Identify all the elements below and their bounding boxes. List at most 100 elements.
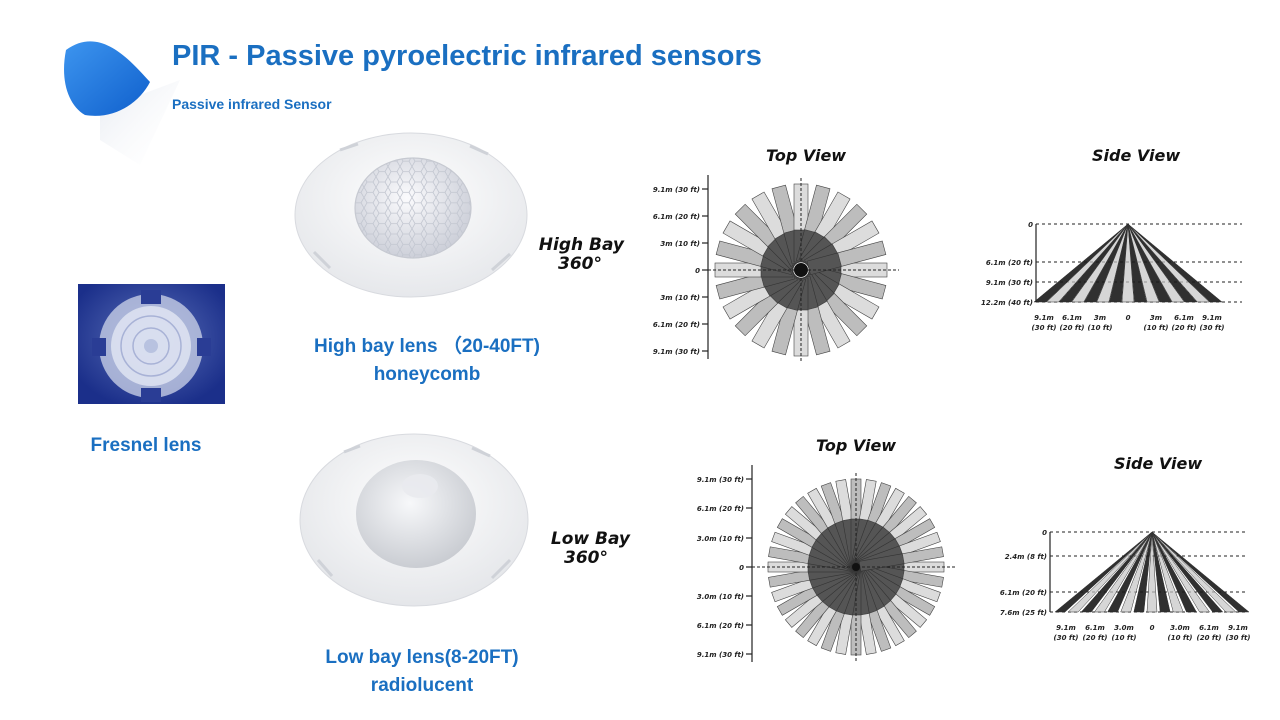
low-bay-top-beam-outer [902,570,944,588]
low-bay-side-view-title: Side View [1114,454,1203,473]
low-bay-side-distance-sublabel: (30 ft) [1226,634,1251,642]
high-bay-top-beam-outer [771,184,798,234]
low-bay-side-coverage-beam [1120,531,1153,613]
low-bay-side-distance-sublabel: (10 ft) [1112,634,1137,642]
low-bay-top-beam-outer [768,570,810,588]
high-bay-top-scale-label: 9.1m (30 ft) [653,348,700,356]
high-bay-top-view-diagram: 9.1m (30 ft)6.1m (20 ft)3m (10 ft)03m (1… [653,175,899,362]
low-bay-label-line1: Low Bay [550,529,630,549]
high-bay-side-distance-sublabel: (30 ft) [1032,324,1057,332]
fresnel-lens-caption: Fresnel lens [90,435,202,456]
low-bay-top-beam-outer [776,518,818,548]
low-bay-side-coverage-beam [1067,531,1153,613]
high-bay-top-scale-label: 9.1m (30 ft) [653,186,700,194]
low-bay-top-beam-outer [859,479,877,521]
low-bay-top-beam-outer [820,482,845,524]
low-bay-side-coverage-beam [1151,531,1237,613]
low-bay-side-height-label: 6.1m (20 ft) [1000,589,1047,597]
low-bay-side-view-diagram: 02.4m (8 ft)6.1m (20 ft)7.6m (25 ft)9.1m… [1000,529,1251,642]
low-bay-label-line2: 360° [564,548,608,568]
low-bay-lens-caption-line2: radiolucent [370,675,474,696]
low-bay-lens-caption: Low bay lens(8-20FT) radiolucent [296,644,548,700]
high-bay-top-scale-label: 3m (10 ft) [660,294,700,302]
high-bay-side-height-label: 6.1m (20 ft) [986,259,1033,267]
high-bay-top-beam-outer [804,306,831,356]
low-bay-top-view-title: Top View [816,436,897,455]
low-bay-side-distance-sublabel: (20 ft) [1083,634,1108,642]
low-bay-side-distance-label: 6.1m [1085,624,1105,632]
low-bay-side-coverage-beam [1151,531,1171,613]
high-bay-side-distance-sublabel: (30 ft) [1200,324,1225,332]
high-bay-side-coverage-beam [1127,223,1223,303]
high-bay-top-scale-label: 0 [695,267,700,275]
low-bay-top-beam-outer [771,531,813,556]
high-bay-side-view-title: Side View [1092,146,1181,165]
high-bay-top-view-title: Top View [766,146,847,165]
low-bay-top-beam-outer [784,593,823,628]
low-bay-side-distance-label: 3.0m [1114,624,1134,632]
low-bay-top-beam-outer [902,546,944,564]
low-bay-top-beam-outer [899,578,941,603]
low-bay-side-distance-label: 6.1m [1199,624,1219,632]
high-bay-top-beam-outer [722,283,771,320]
high-bay-top-beam-outer [804,184,831,234]
high-bay-top-beam-outer [771,306,798,356]
low-bay-side-coverage-beam [1080,531,1153,613]
high-bay-top-beam-outer [823,203,868,248]
logo-icon [64,41,180,165]
high-bay-top-scale-label: 3m (10 ft) [660,240,700,248]
low-bay-top-scale-label: 6.1m (20 ft) [697,622,744,630]
low-bay-side-coverage-beam [1093,531,1153,613]
low-bay-top-view-diagram: 9.1m (30 ft)6.1m (20 ft)3.0m (10 ft)03.0… [697,465,956,662]
high-bay-side-distance-label: 0 [1126,314,1131,322]
low-bay-top-scale-label: 9.1m (30 ft) [697,651,744,659]
fresnel-lens-photo [78,284,225,404]
high-bay-top-beam-outer [831,283,880,320]
low-bay-top-beam-outer [795,600,830,639]
low-bay-side-distance-sublabel: (20 ft) [1197,634,1222,642]
high-bay-top-beam-outer [823,292,868,337]
low-bay-side-coverage-beam [1151,531,1224,613]
high-bay-side-distance-sublabel: (10 ft) [1144,324,1169,332]
low-bay-side-coverage-beam [1054,531,1153,613]
high-bay-top-beam-outer [837,273,887,300]
page-subtitle: Passive infrared Sensor [172,96,332,112]
low-bay-side-distance-label: 3.0m [1170,624,1190,632]
high-bay-side-view-diagram: 06.1m (20 ft)9.1m (30 ft)12.2m (40 ft)9.… [981,221,1242,332]
high-bay-top-center-sensor [794,263,808,277]
low-bay-label: Low Bay 360° [538,530,630,568]
high-bay-top-beam-outer [722,220,771,257]
high-bay-lens-caption-line2: honeycomb [373,364,481,385]
low-bay-side-height-label: 7.6m (25 ft) [1000,609,1047,617]
low-bay-top-beam-outer [835,613,853,655]
high-bay-side-distance-sublabel: (20 ft) [1172,324,1197,332]
high-bay-top-beam-outer [837,240,887,267]
high-bay-top-beam-outer [751,191,788,240]
low-bay-top-beam-outer [882,495,917,534]
low-bay-top-beam-outer [795,495,830,534]
high-bay-side-distance-sublabel: (10 ft) [1088,324,1113,332]
low-bay-lens-caption-line1: Low bay lens(8-20FT) [325,647,519,668]
low-bay-side-coverage-beam [1133,531,1153,613]
low-bay-top-scale-label: 6.1m (20 ft) [697,505,744,513]
high-bay-label-line2: 360° [558,254,602,274]
high-bay-top-beam-outer [814,191,851,240]
low-bay-top-beam-outer [807,487,837,529]
high-bay-lens-caption: High bay lens （20-40FT) honeycomb [296,333,558,389]
low-bay-top-beam-outer [859,613,877,655]
high-bay-side-coverage-beam [1083,223,1129,303]
high-bay-lens-caption-line1: High bay lens （20-40FT) [314,336,540,357]
high-bay-top-beam-outer [751,300,788,349]
high-bay-top-beam [806,240,887,276]
low-bay-top-center-sensor [852,563,860,571]
high-bay-side-distance-label: 3m [1094,314,1106,322]
high-bay-top-beam-outer [715,240,765,267]
low-bay-top-beam-outer [807,605,837,647]
high-bay-side-distance-label: 6.1m [1174,314,1194,322]
low-bay-lens-photo [299,433,529,607]
low-bay-side-distance-sublabel: (10 ft) [1168,634,1193,642]
high-bay-side-height-label: 9.1m (30 ft) [986,279,1033,287]
low-bay-top-beam-outer [771,578,813,603]
low-bay-top-beam-outer [882,600,917,639]
low-bay-side-distance-label: 9.1m [1056,624,1076,632]
